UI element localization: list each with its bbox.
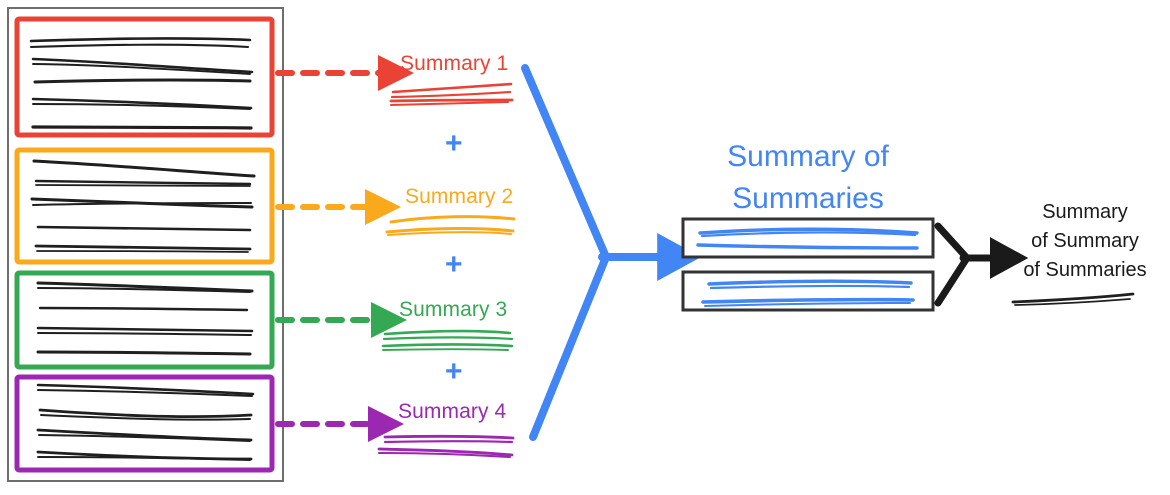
final-label-line-3: of Summaries <box>1023 259 1147 281</box>
plus-sign-3: + <box>445 355 463 388</box>
plus-sign-2: + <box>445 248 463 281</box>
final-arrow-black <box>934 222 971 307</box>
sos-title-line-1: Summary of <box>727 140 889 173</box>
chunk-box-1[interactable] <box>14 16 275 138</box>
final-label-line-1: Summary <box>1042 201 1128 223</box>
summary-4-label: Summary 4 <box>398 400 507 423</box>
sos-title-line-2: Summaries <box>732 182 884 215</box>
summary-4-lines <box>377 434 515 458</box>
summary-1-label: Summary 1 <box>400 52 509 75</box>
sos-box-1[interactable] <box>681 217 935 259</box>
chunk-box-4[interactable] <box>14 374 275 473</box>
source-document-frame <box>7 7 284 482</box>
chunk-box-2[interactable] <box>14 147 275 265</box>
chunk-2-text-lines <box>30 159 256 253</box>
final-summary-label: Summary of Summary of Summaries <box>1000 198 1170 285</box>
chunk-box-3[interactable] <box>14 270 275 370</box>
final-label-line-2: of Summary <box>1031 230 1139 252</box>
plus-sign-1: + <box>445 127 463 160</box>
summary-of-summaries-title: Summary of Summaries <box>678 136 938 220</box>
sos-box-2-lines <box>701 279 915 307</box>
chunk-3-text-lines <box>36 281 254 356</box>
summary-2-lines <box>385 215 516 236</box>
final-summary-line <box>1011 292 1135 306</box>
summary-3-lines <box>381 329 514 351</box>
sos-box-2[interactable] <box>681 270 935 312</box>
summary-1-lines <box>389 82 514 106</box>
chunk-4-text-lines <box>36 383 255 461</box>
chunk-1-text-lines <box>29 37 254 130</box>
sos-box-1-lines <box>696 227 919 250</box>
merge-arrow-blue <box>521 64 610 441</box>
summary-3-label: Summary 3 <box>399 298 508 321</box>
summary-2-label: Summary 2 <box>405 185 514 208</box>
